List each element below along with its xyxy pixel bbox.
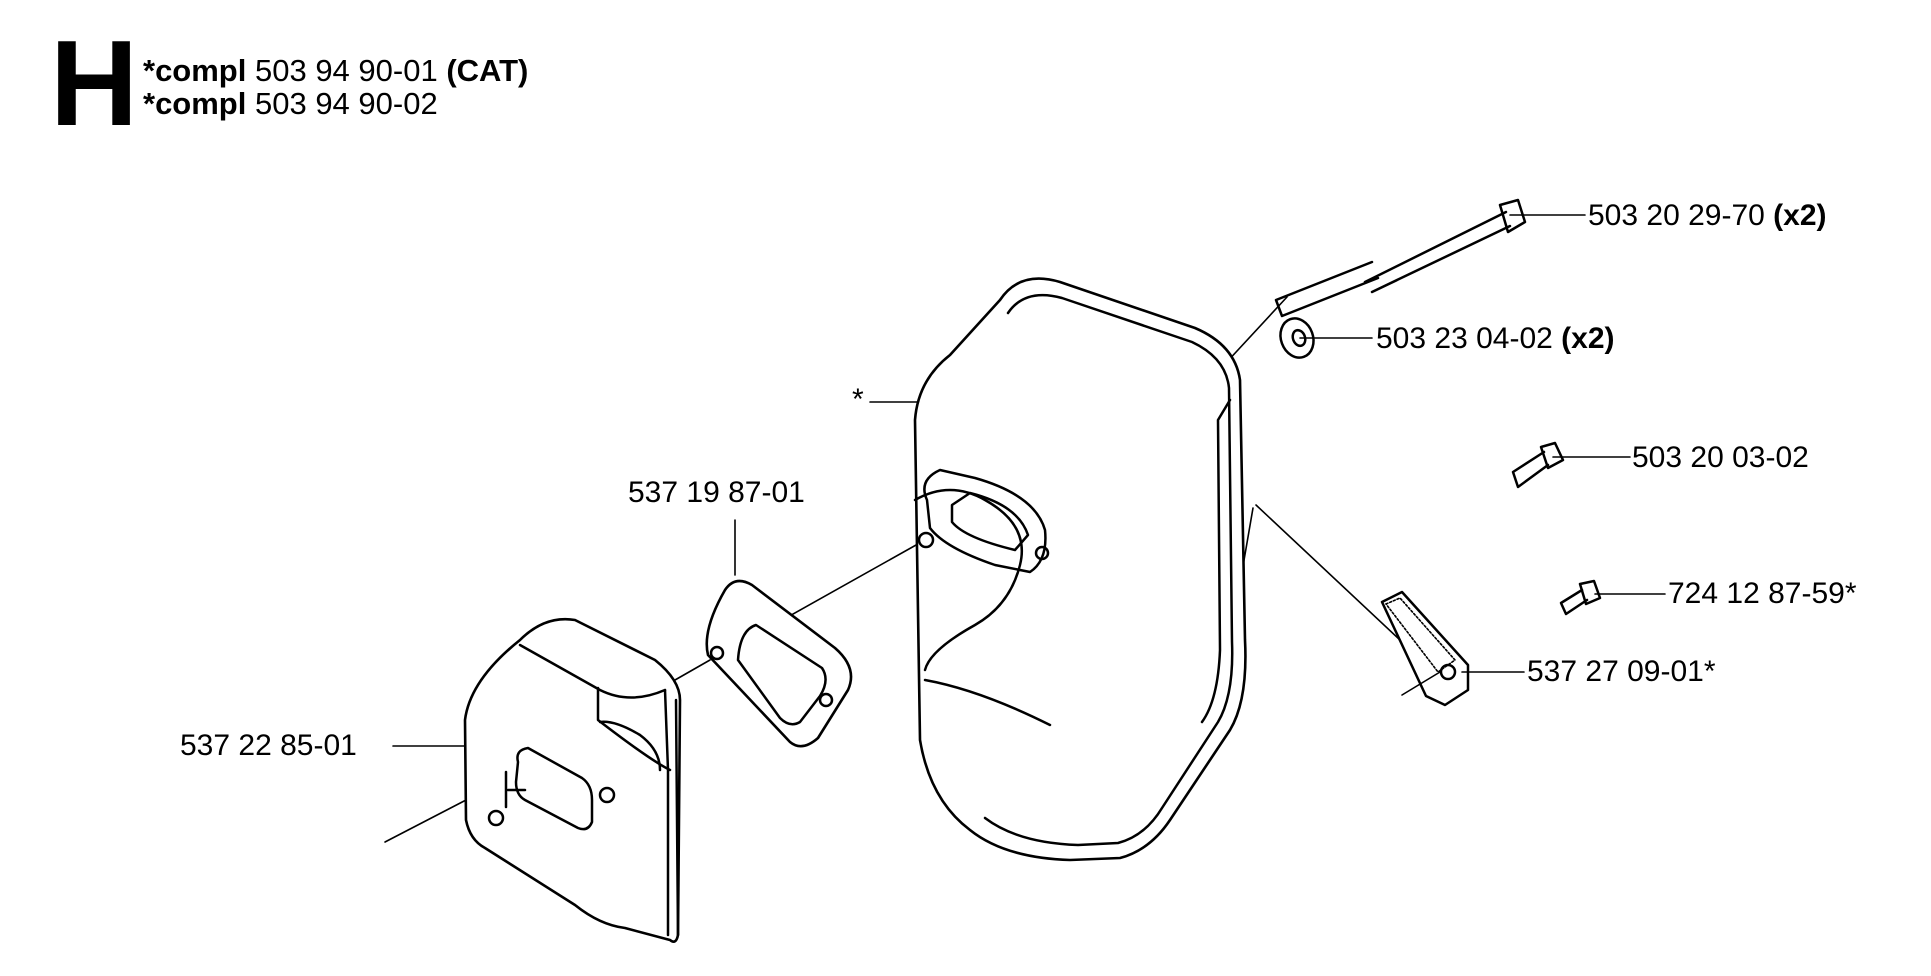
- part-qty-washer: (x2): [1561, 322, 1615, 355]
- header-line-1-prefix: *compl: [143, 53, 247, 88]
- part-label-spark-screen: 537 27 09-01*: [1527, 655, 1716, 689]
- section-letter: H: [50, 15, 139, 151]
- header-line-1-suffix: (CAT): [446, 53, 529, 88]
- part-number-screw-small: 724 12 87-59*: [1668, 577, 1857, 610]
- part-label-screw-small: 724 12 87-59*: [1668, 577, 1857, 611]
- part-label-heat-shield: 537 22 85-01: [180, 729, 357, 763]
- washer-icon: [1279, 317, 1315, 359]
- part-label-gasket: 537 19 87-01: [628, 476, 805, 510]
- header-line-2-prefix: *compl: [143, 86, 247, 121]
- part-label-screw: 503 20 03-02: [1632, 441, 1809, 475]
- bolt-long-icon: [1274, 198, 1527, 318]
- header-line-2-number: 503 94 90-02: [254, 86, 438, 121]
- part-number-muffler: *: [852, 383, 864, 416]
- part-label-muffler: *: [852, 383, 864, 417]
- screw-icon: [1511, 441, 1565, 489]
- part-number-washer: 503 23 04-02: [1376, 322, 1553, 355]
- header-line-1: *compl 503 94 90-01 (CAT): [143, 54, 528, 87]
- part-number-bolt-long: 503 20 29-70: [1588, 199, 1765, 232]
- part-number-heat-shield: 537 22 85-01: [180, 729, 357, 762]
- muffler-icon: [913, 277, 1247, 862]
- part-qty-bolt-long: (x2): [1773, 199, 1827, 232]
- spark-screen-icon: [1380, 590, 1470, 707]
- screw-small-icon: [1559, 579, 1602, 616]
- part-label-bolt-long: 503 20 29-70 (x2): [1588, 199, 1827, 233]
- heat-shield-icon: [463, 617, 682, 943]
- axis-line-screen: [1255, 504, 1401, 641]
- part-number-gasket: 537 19 87-01: [628, 476, 805, 509]
- assembly-header: *compl 503 94 90-01 (CAT) *compl 503 94 …: [143, 54, 528, 120]
- header-line-1-number: 503 94 90-01: [254, 53, 438, 88]
- part-number-spark-screen: 537 27 09-01*: [1527, 655, 1716, 688]
- part-number-screw: 503 20 03-02: [1632, 441, 1809, 474]
- gasket-icon: [705, 579, 853, 748]
- header-line-2: *compl 503 94 90-02: [143, 87, 528, 120]
- part-label-washer: 503 23 04-02 (x2): [1376, 322, 1615, 356]
